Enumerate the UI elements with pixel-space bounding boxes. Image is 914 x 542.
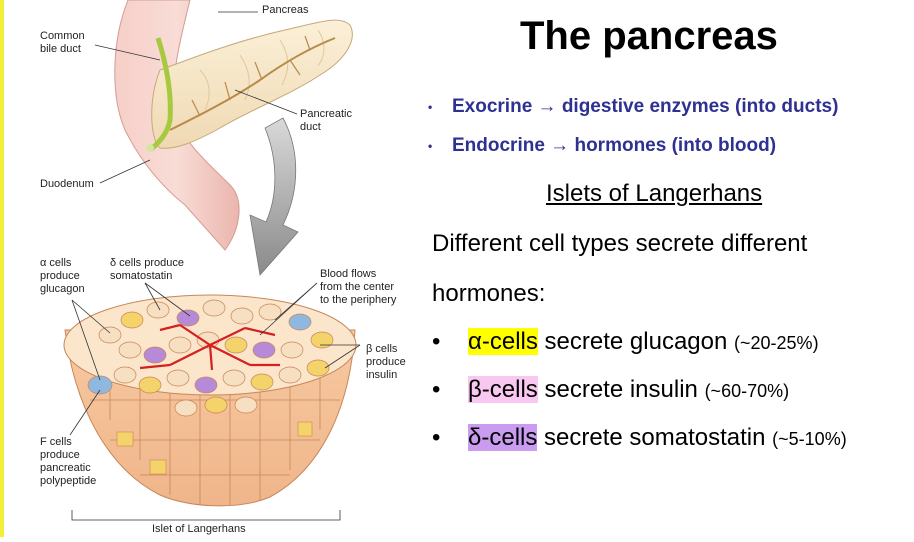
label-f-line1: F cells	[40, 436, 72, 448]
label-f-cells: F cells produce pancreatic polypeptide	[40, 436, 96, 488]
label-alpha-line2: produce	[40, 270, 80, 282]
islet-cross-section	[63, 294, 357, 507]
delta-cells-text: secrete somatostatin	[537, 424, 773, 451]
label-pancreatic-duct-line2: duct	[300, 121, 321, 133]
pancreas-illustration: Pancreas Common bile duct Pancreatic duc…	[0, 0, 420, 537]
label-delta-line1: δ cells produce	[110, 257, 184, 269]
pancreatic-duct-shape	[169, 37, 336, 131]
bullet-dot-icon: •	[428, 99, 433, 114]
delta-cells-item: • δ-cells secrete somatostatin (~5-10%)	[432, 424, 847, 452]
bullet-endocrine-text: Endocrine → hormones (into blood)	[452, 135, 777, 156]
label-alpha-line3: glucagon	[40, 283, 85, 295]
common-bile-duct-shape	[148, 37, 173, 152]
label-beta-line3: insulin	[366, 369, 398, 381]
delta-cells-name: δ-cells	[468, 424, 538, 451]
accent-bar	[0, 0, 4, 537]
label-pancreas: Pancreas	[262, 4, 309, 16]
pancreas-diagram	[63, 0, 361, 521]
label-beta-line1: β cells	[366, 343, 398, 355]
label-common-bile-duct-line1: Common	[40, 30, 85, 42]
alpha-cells-name: α-cells	[468, 328, 538, 355]
beta-cells-name: β-cells	[468, 376, 538, 403]
alpha-cells-text: secrete glucagon	[537, 328, 735, 355]
label-common-bile-duct-line2: bile duct	[40, 43, 81, 55]
bullet-dot-icon: •	[428, 138, 433, 153]
paragraph-line1: Different cell types secrete different	[432, 230, 808, 257]
label-f-line2: produce	[40, 449, 80, 461]
label-alpha-cells: α cells produce glucagon	[40, 257, 85, 296]
label-delta-cells: δ cells produce somatostatin	[110, 257, 184, 283]
bullet-endocrine: • Endocrine → hormones (into blood)	[428, 135, 776, 157]
bullet-dot-icon: •	[432, 376, 441, 403]
label-pancreatic-duct: Pancreatic duct	[300, 108, 352, 134]
label-blood-line2: from the center	[320, 281, 394, 293]
label-duodenum: Duodenum	[40, 178, 94, 190]
label-blood-line1: Blood flows	[320, 268, 377, 280]
label-beta-cells: β cells produce insulin	[366, 343, 406, 382]
label-f-line3: pancreatic	[40, 462, 91, 474]
label-f-line4: polypeptide	[40, 475, 97, 487]
zoom-arrow-shape	[249, 117, 299, 276]
beta-cells-text: secrete insulin	[537, 376, 705, 403]
label-blood-line3: to the periphery	[320, 294, 397, 306]
delta-cells-percent: (~5-10%)	[772, 429, 847, 449]
label-delta-line2: somatostatin	[110, 270, 173, 282]
paragraph-line2: hormones:	[432, 280, 546, 307]
alpha-cells-item: • α-cells secrete glucagon (~20-25%)	[432, 328, 819, 356]
bullet-dot-icon: •	[432, 424, 441, 451]
page-title: The pancreas	[520, 14, 778, 58]
label-alpha-line1: α cells	[40, 257, 72, 269]
label-islet: Islet of Langerhans	[152, 523, 246, 535]
label-blood-flow: Blood flows from the center to the perip…	[320, 268, 396, 307]
beta-cells-percent: (~60-70%)	[704, 381, 790, 401]
label-beta-line2: produce	[366, 356, 406, 368]
bullet-exocrine: • Exocrine → digestive enzymes (into duct…	[428, 96, 838, 118]
beta-cells-item: • β-cells secrete insulin (~60-70%)	[432, 376, 789, 404]
islets-subheading: Islets of Langerhans	[546, 180, 763, 207]
label-common-bile-duct: Common bile duct	[40, 30, 85, 56]
label-pancreatic-duct-line1: Pancreatic	[300, 108, 352, 120]
alpha-cells-percent: (~20-25%)	[734, 333, 819, 353]
bullet-exocrine-text: Exocrine → digestive enzymes (into ducts…	[452, 96, 839, 117]
bullet-dot-icon: •	[432, 328, 441, 355]
